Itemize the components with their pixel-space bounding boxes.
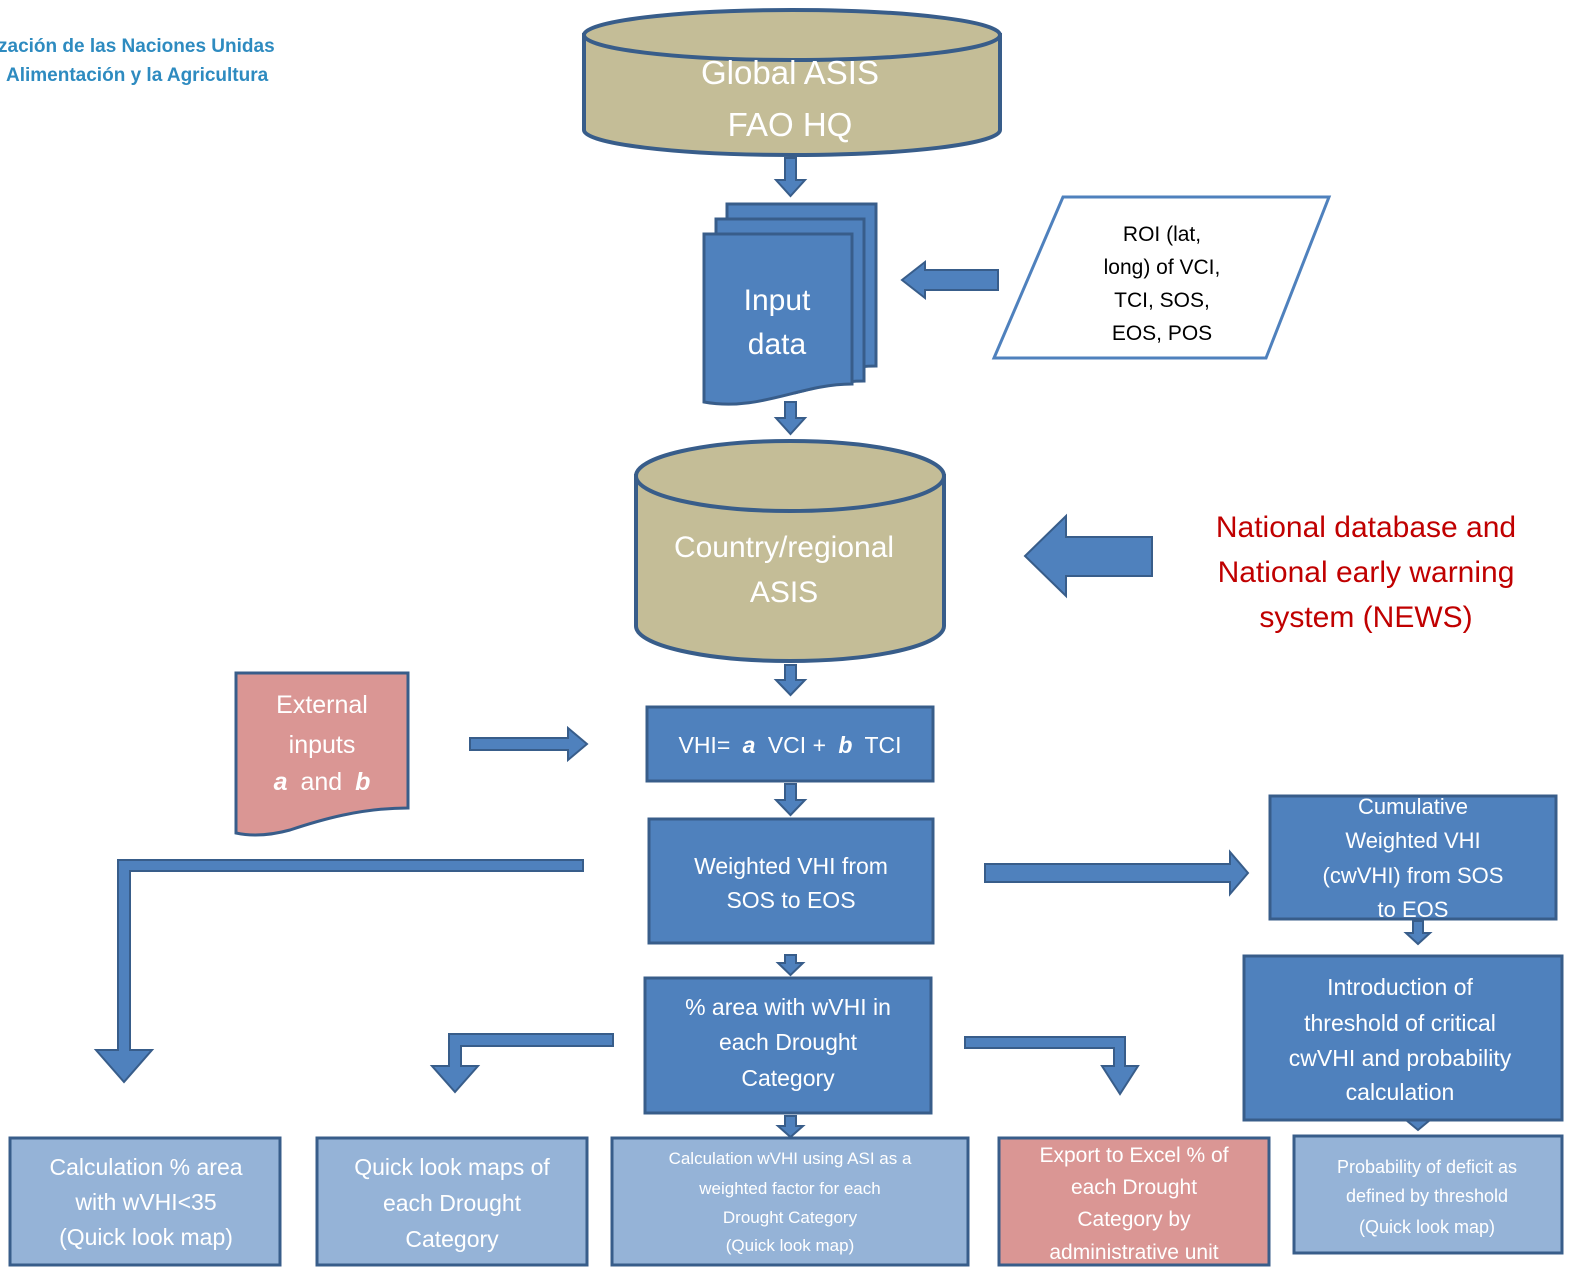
external-inputs-line-3: a and b	[274, 768, 371, 796]
calc-area-line-3: (Quick look map)	[59, 1224, 233, 1250]
quick-look-line-3: Category	[405, 1226, 499, 1252]
cumulative-line-1: Cumulative	[1358, 794, 1468, 819]
global-asis-line-2: FAO HQ	[728, 106, 853, 143]
country-asis-cylinder: Country/regional ASIS	[634, 439, 946, 663]
arrow-global-to-input	[773, 157, 808, 198]
threshold-line-1: Introduction of	[1327, 974, 1473, 1000]
threshold-line-3: cwVHI and probability	[1289, 1045, 1512, 1071]
input-data-line-2: data	[748, 328, 807, 361]
country-asis-line-2: ASIS	[750, 576, 818, 609]
probability-line-2: defined by threshold	[1346, 1186, 1508, 1206]
export-excel-line-2: each Drought	[1071, 1176, 1197, 1199]
roi-line-3: TCI, SOS,	[1114, 289, 1210, 312]
calc-area-line-2: with wVHI<35	[74, 1189, 216, 1215]
vhi-var-b: b	[838, 732, 852, 758]
quick-look-line-1: Quick look maps of	[354, 1154, 550, 1180]
vhi-prefix: VHI=	[678, 732, 730, 758]
roi-parallelogram: ROI (lat, long) of VCI, TCI, SOS, EOS, P…	[991, 195, 1332, 360]
cumulative-line-4: to EOS	[1378, 897, 1449, 922]
roi-line-2: long) of VCI,	[1104, 256, 1221, 279]
var-b: b	[355, 768, 370, 796]
vhi-mid: VCI +	[768, 732, 826, 758]
national-database-label: National database and National early war…	[1216, 511, 1516, 634]
arrow-external-to-vhi	[469, 725, 589, 763]
input-data-multidocument: Input data	[702, 202, 878, 406]
vhi-formula-box: VHI= a VCI + b TCI	[645, 705, 935, 783]
vhi-suffix: TCI	[864, 732, 901, 758]
logo-line-2: Alimentación y la Agricultura	[6, 65, 269, 86]
arrow-weighted-to-area	[775, 954, 806, 977]
global-asis-cylinder: Global ASIS FAO HQ	[582, 8, 1002, 157]
calc-wvhi-asi-line-1: Calculation wVHI using ASI as a	[669, 1149, 912, 1168]
external-inputs-line-1: External	[276, 691, 368, 719]
threshold-line-4: calculation	[1346, 1079, 1455, 1105]
probability-line-3: (Quick look map)	[1359, 1217, 1495, 1237]
logo-line-1: zación de las Naciones Unidas	[0, 36, 275, 57]
fao-logo-text: zación de las Naciones Unidas Alimentaci…	[0, 36, 275, 86]
arrow-area-to-export	[964, 1036, 1140, 1096]
cumulative-line-2: Weighted VHI	[1345, 828, 1480, 853]
arrow-area-to-calc-wvhi	[775, 1115, 806, 1139]
external-inputs-document: External inputs a and b	[234, 671, 410, 837]
output-calc-wvhi-asi-box: Calculation wVHI using ASI as a weighted…	[610, 1136, 970, 1267]
arrow-roi-to-input	[900, 259, 999, 301]
arrow-national-to-country	[1023, 513, 1153, 599]
arrow-input-to-country	[773, 401, 808, 436]
area-wvhi-box: % area with wVHI in each Drought Categor…	[643, 976, 933, 1115]
export-excel-line-3: Category by	[1077, 1208, 1191, 1231]
probability-line-1: Probability of deficit as	[1337, 1157, 1517, 1177]
arrow-vhi-to-weighted	[773, 783, 808, 817]
arrow-weighted-to-calc-area	[93, 859, 584, 1084]
output-export-excel-box: Export to Excel % of each Drought Catego…	[997, 1136, 1271, 1267]
roi-line-4: EOS, POS	[1112, 322, 1212, 345]
country-asis-line-1: Country/regional	[674, 531, 894, 564]
arrow-area-to-quicklook	[429, 1033, 614, 1094]
cumulative-weighted-vhi-box: Cumulative Weighted VHI (cwVHI) from SOS…	[1268, 794, 1558, 922]
vhi-var-a: a	[743, 732, 756, 758]
roi-line-1: ROI (lat,	[1123, 223, 1201, 246]
cumulative-line-3: (cwVHI) from SOS	[1323, 863, 1504, 888]
input-data-line-1: Input	[744, 284, 811, 317]
output-probability-box: Probability of deficit as defined by thr…	[1292, 1134, 1564, 1255]
export-excel-line-4: administrative unit	[1049, 1241, 1218, 1264]
output-calc-area-box: Calculation % area with wVHI<35 (Quick l…	[8, 1136, 282, 1267]
quick-look-line-2: each Drought	[383, 1190, 522, 1216]
weighted-vhi-line-2: SOS to EOS	[726, 887, 855, 913]
arrow-weighted-to-cumulative	[984, 849, 1250, 897]
calc-wvhi-asi-line-3: Drought Category	[723, 1208, 858, 1227]
vhi-formula-text: VHI= a VCI + b TCI	[678, 732, 901, 758]
output-quick-look-box: Quick look maps of each Drought Category	[315, 1136, 589, 1267]
weighted-vhi-box: Weighted VHI from SOS to EOS	[647, 817, 935, 945]
and-text: and	[300, 768, 342, 796]
calc-area-line-1: Calculation % area	[49, 1154, 242, 1180]
arrow-country-to-vhi	[773, 664, 808, 697]
export-excel-line-1: Export to Excel % of	[1039, 1144, 1228, 1167]
area-wvhi-line-2: each Drought	[719, 1029, 858, 1055]
national-db-line-3: system (NEWS)	[1259, 601, 1472, 634]
area-wvhi-line-1: % area with wVHI in	[685, 994, 891, 1020]
national-db-line-1: National database and	[1216, 511, 1516, 544]
calc-wvhi-asi-line-2: weighted factor for each	[698, 1179, 880, 1198]
threshold-box: Introduction of threshold of critical cw…	[1242, 954, 1564, 1122]
weighted-vhi-line-1: Weighted VHI from	[694, 853, 888, 879]
arrow-cumulative-to-threshold	[1403, 920, 1433, 946]
var-a: a	[274, 768, 288, 796]
external-inputs-line-2: inputs	[289, 731, 356, 759]
area-wvhi-line-3: Category	[741, 1065, 835, 1091]
national-db-line-2: National early warning	[1218, 556, 1515, 589]
threshold-line-2: threshold of critical	[1304, 1010, 1496, 1036]
global-asis-line-1: Global ASIS	[701, 54, 879, 91]
connectors	[93, 157, 1433, 1139]
calc-wvhi-asi-line-4: (Quick look map)	[726, 1236, 854, 1255]
